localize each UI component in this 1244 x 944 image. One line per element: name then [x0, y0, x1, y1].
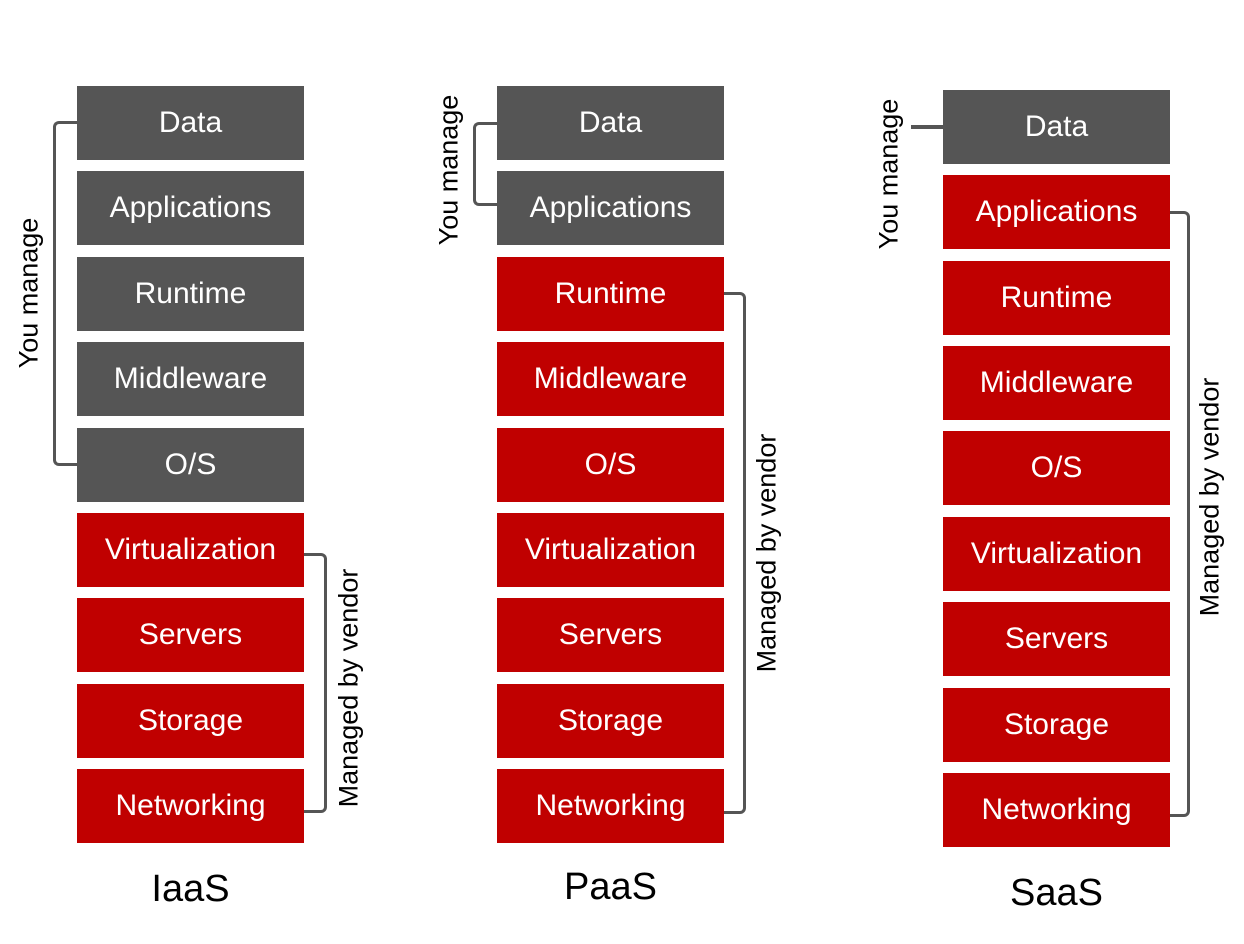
paas-vendor-bracket [724, 292, 746, 814]
saas-you-manage-label: You manage [873, 98, 904, 250]
iaas-title: IaaS [151, 868, 230, 910]
iaas-you-manage-bracket [53, 121, 77, 466]
paas-layer-servers: Servers [497, 598, 724, 672]
iaas-vendor-label: Managed by vendor [333, 568, 364, 808]
iaas-layer-virtualization: Virtualization [77, 513, 304, 587]
iaas-layer-middleware: Middleware [77, 342, 304, 416]
paas-layer-storage: Storage [497, 684, 724, 758]
iaas-layer-networking: Networking [77, 769, 304, 843]
paas-you-manage-bracket [473, 122, 497, 206]
saas-vendor-label: Managed by vendor [1194, 377, 1225, 617]
paas-layer-middleware: Middleware [497, 342, 724, 416]
saas-stack: Data Applications Runtime Middleware O/S… [943, 90, 1170, 847]
paas-stack: Data Applications Runtime Middleware O/S… [497, 86, 724, 843]
saas-vendor-bracket [1170, 211, 1190, 817]
saas-layer-networking: Networking [943, 773, 1170, 847]
iaas-layer-storage: Storage [77, 684, 304, 758]
iaas-layer-os: O/S [77, 428, 304, 502]
paas-layer-data: Data [497, 86, 724, 160]
paas-layer-runtime: Runtime [497, 257, 724, 331]
paas-title: PaaS [564, 866, 657, 908]
iaas-layer-applications: Applications [77, 171, 304, 245]
paas-layer-virtualization: Virtualization [497, 513, 724, 587]
paas-layer-applications: Applications [497, 171, 724, 245]
paas-layer-os: O/S [497, 428, 724, 502]
iaas-you-manage-label: You manage [13, 217, 44, 369]
iaas-layer-data: Data [77, 86, 304, 160]
saas-title: SaaS [1010, 872, 1103, 914]
iaas-stack: Data Applications Runtime Middleware O/S… [77, 86, 304, 843]
saas-you-manage-connector [911, 125, 943, 129]
iaas-layer-servers: Servers [77, 598, 304, 672]
saas-layer-applications: Applications [943, 175, 1170, 249]
saas-layer-virtualization: Virtualization [943, 517, 1170, 591]
iaas-layer-runtime: Runtime [77, 257, 304, 331]
saas-layer-storage: Storage [943, 688, 1170, 762]
paas-layer-networking: Networking [497, 769, 724, 843]
saas-layer-os: O/S [943, 431, 1170, 505]
paas-vendor-label: Managed by vendor [751, 433, 782, 673]
saas-layer-servers: Servers [943, 602, 1170, 676]
iaas-vendor-bracket [304, 553, 327, 813]
saas-layer-runtime: Runtime [943, 261, 1170, 335]
paas-you-manage-label: You manage [433, 94, 464, 246]
saas-layer-data: Data [943, 90, 1170, 164]
saas-layer-middleware: Middleware [943, 346, 1170, 420]
